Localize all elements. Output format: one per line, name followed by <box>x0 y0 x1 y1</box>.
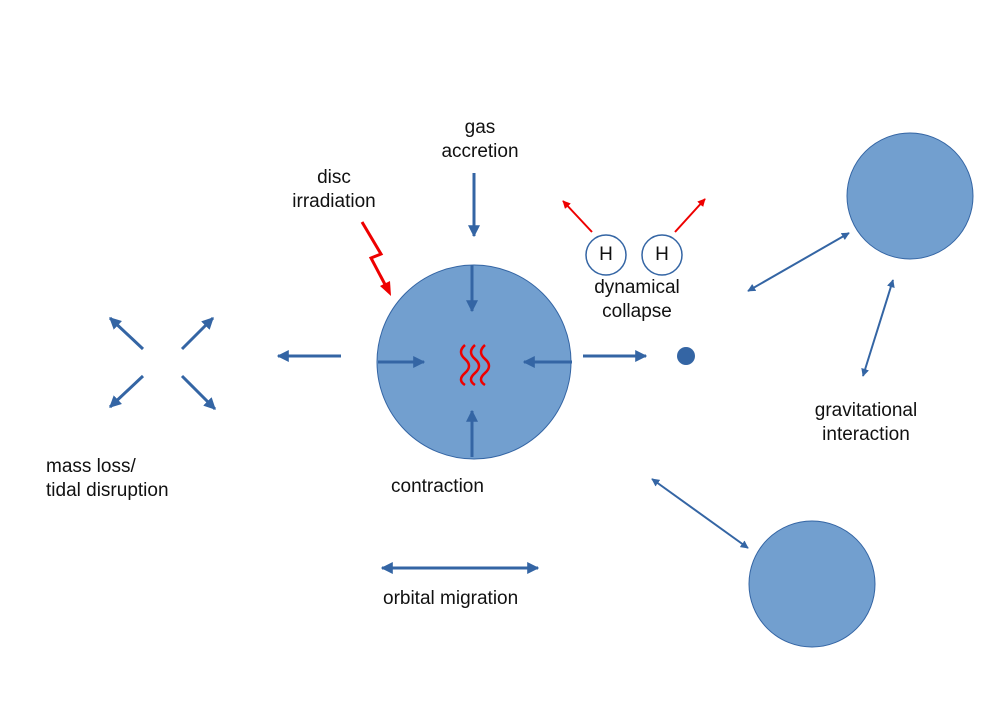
gravitational-interaction-label: gravitational interaction <box>814 400 918 445</box>
heat-waves-icon <box>459 344 491 387</box>
lightning-icon <box>360 221 391 293</box>
lightning-tip <box>380 281 391 296</box>
companion-planet-upper <box>846 132 974 260</box>
orbital-migration-label: orbital migration <box>383 588 519 609</box>
dynamical-collapse-label: dynamical collapse <box>594 277 680 322</box>
dispersal-arrows <box>108 316 217 411</box>
companion-planet-lower <box>748 520 876 648</box>
hydrogen-escape-arrow-left <box>562 200 593 233</box>
hydrogen-atom-right <box>641 234 683 276</box>
disc-irradiation-label: disc irradiation <box>292 167 376 212</box>
hydrogen-escape-arrow-right <box>674 198 706 233</box>
contraction-arrows <box>378 265 572 457</box>
gas-accretion-label: gas accretion <box>441 117 519 162</box>
mass-loss-label: mass loss/ tidal disruption <box>46 456 169 501</box>
gravitational-arrows <box>651 232 895 549</box>
contraction-label: contraction <box>391 476 484 497</box>
hydrogen-atom-left <box>585 234 627 276</box>
hydrogen-label-right: H <box>655 244 669 265</box>
collapsed-core <box>677 347 695 365</box>
hydrogen-label-left: H <box>599 244 613 265</box>
